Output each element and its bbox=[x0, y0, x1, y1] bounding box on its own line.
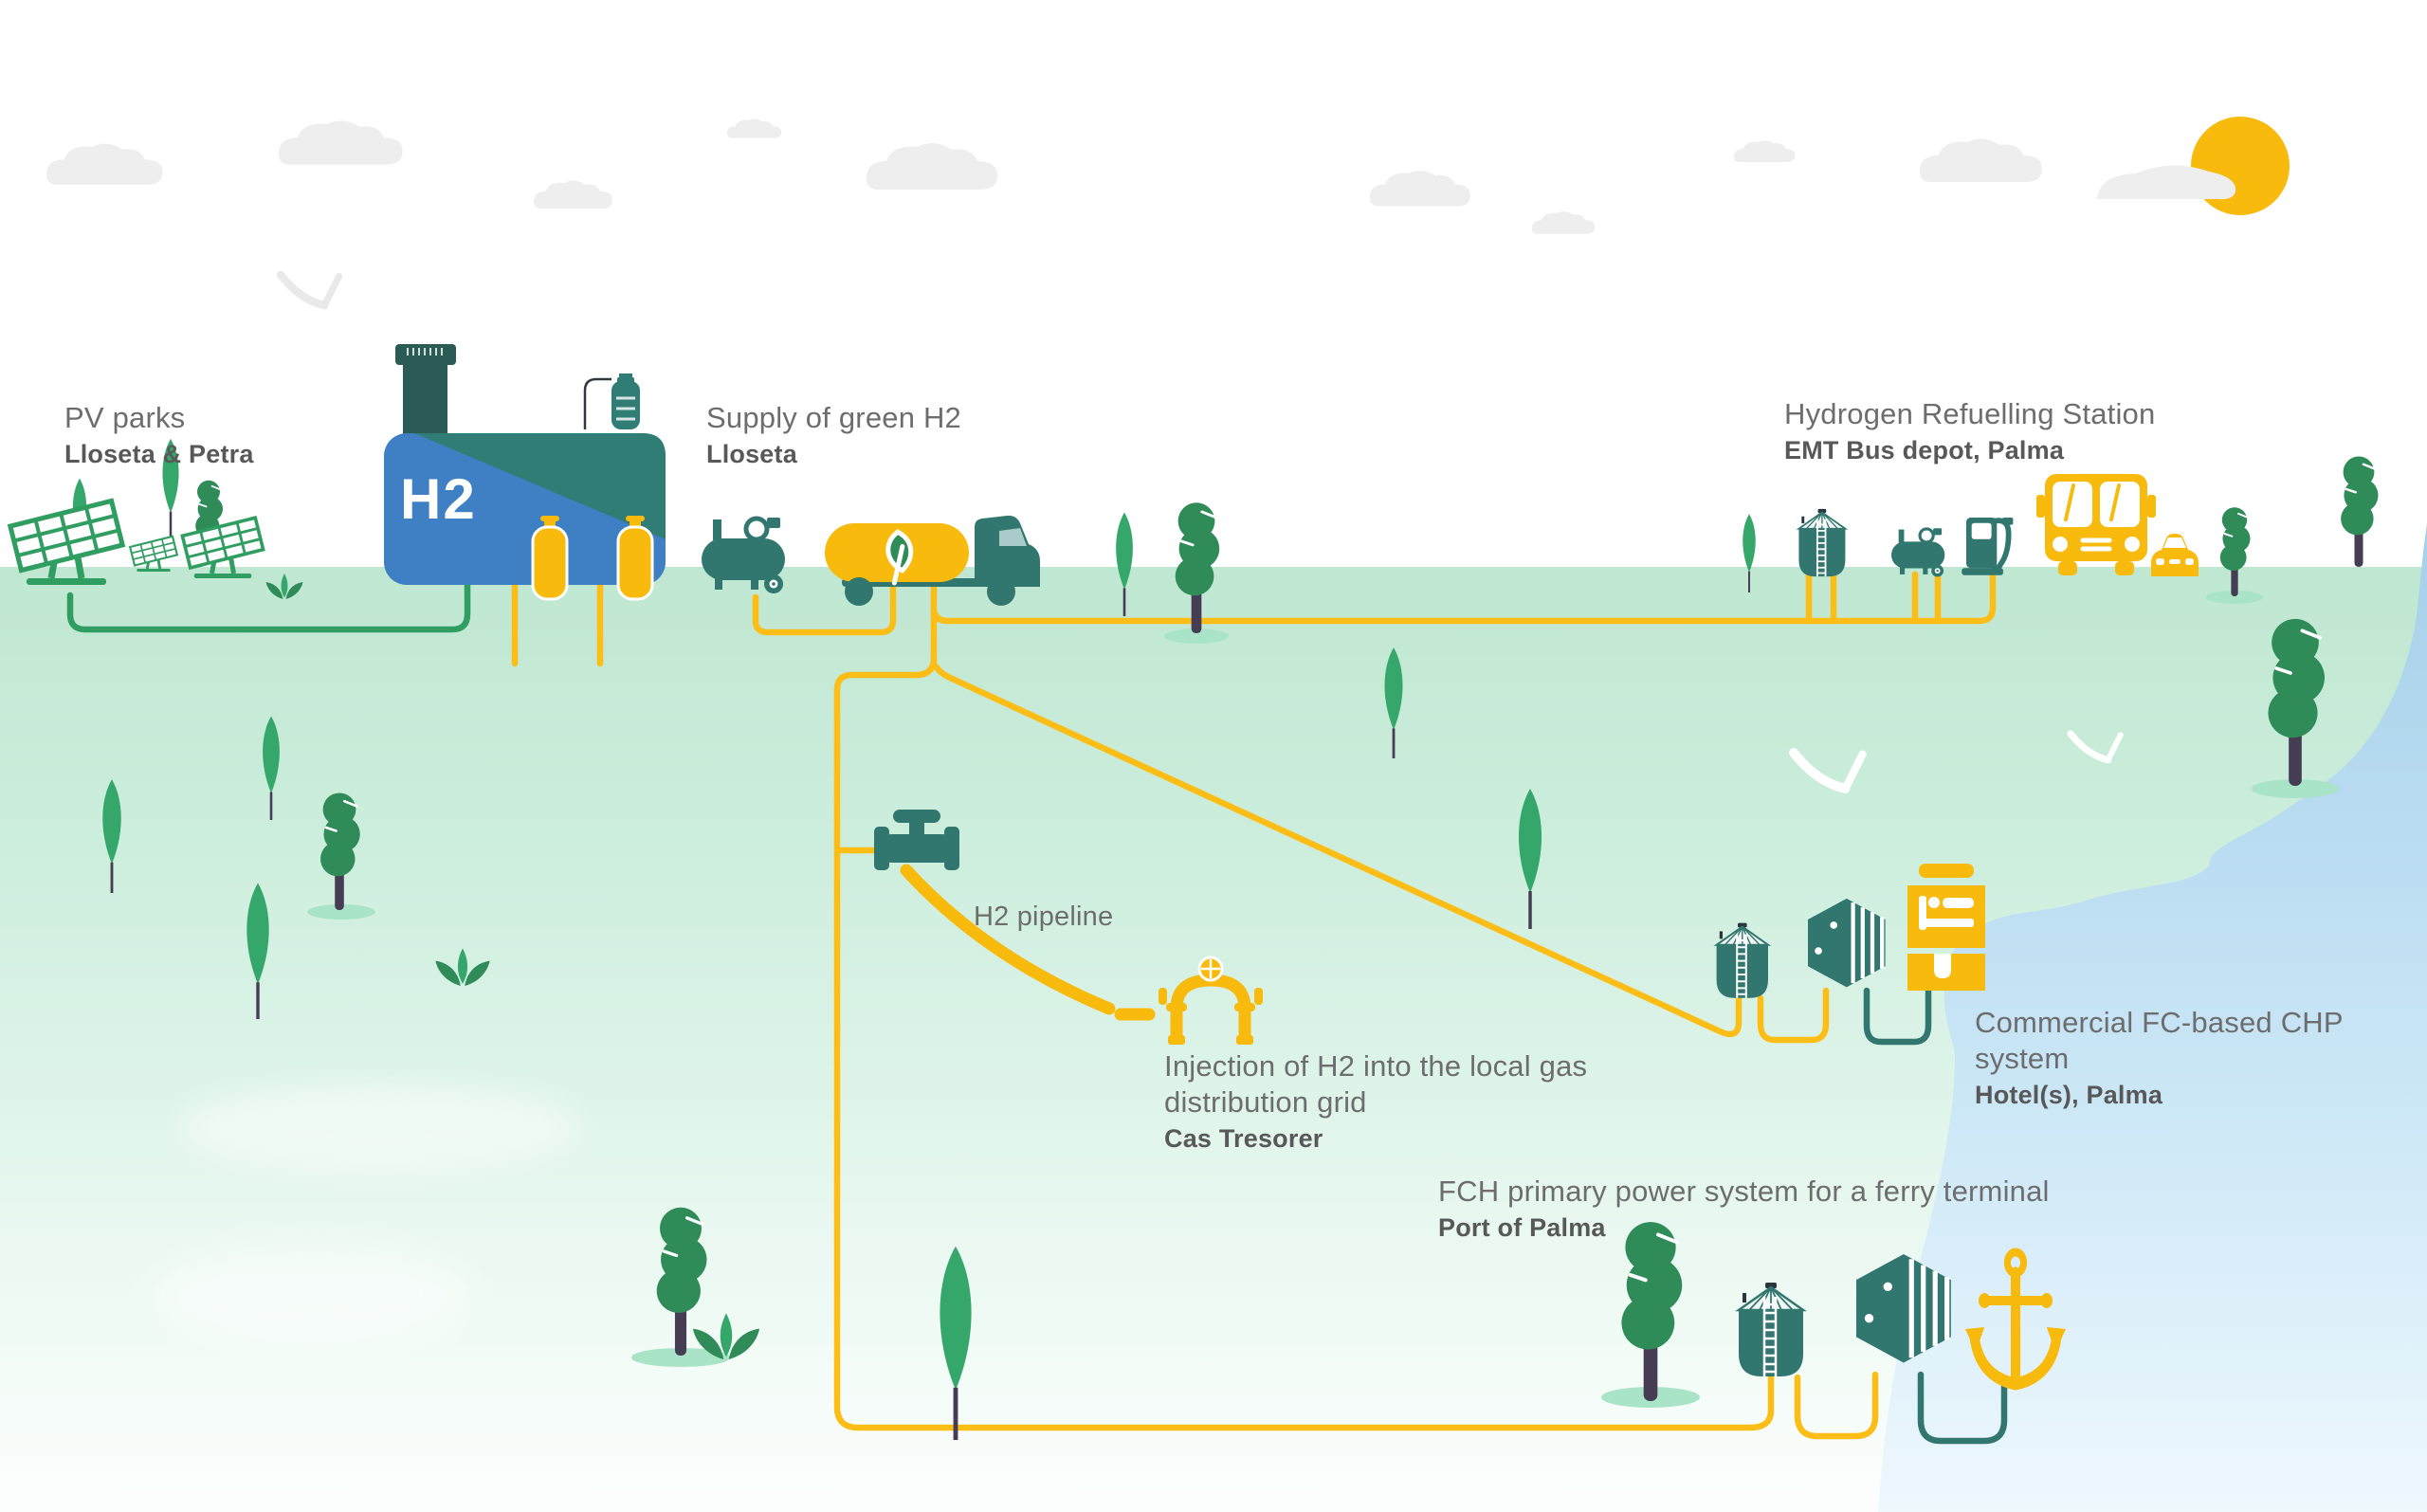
label-subtitle: Lloseta bbox=[706, 440, 797, 468]
cloud-icon bbox=[727, 118, 782, 138]
tree-icon bbox=[100, 777, 123, 895]
tree-icon bbox=[1742, 513, 1757, 593]
pipe-green-electricity bbox=[66, 577, 471, 633]
bird-icon bbox=[281, 275, 339, 305]
tree-icon bbox=[1114, 511, 1135, 618]
tree-icon bbox=[1517, 787, 1543, 931]
label-chp-system: Commercial FC-based CHP system Hotel(s),… bbox=[1975, 1005, 2427, 1111]
cloud-icon bbox=[279, 120, 403, 165]
sun-icon bbox=[2191, 117, 2290, 215]
h2-pipeline-main bbox=[900, 864, 1156, 1021]
cloud-icon bbox=[534, 180, 612, 209]
tree-icon bbox=[245, 881, 271, 1021]
sea bbox=[1878, 523, 2427, 1512]
label-ferry-terminal: FCH primary power system for a ferry ter… bbox=[1438, 1174, 2050, 1244]
compressor-icon bbox=[1889, 526, 1946, 579]
label-title: Hydrogen Refuelling Station bbox=[1784, 397, 2156, 430]
tanker-truck-icon bbox=[825, 515, 1040, 606]
tree-icon bbox=[261, 715, 282, 822]
hydrogen-refuelling-station bbox=[1797, 474, 2199, 579]
bird-icon bbox=[1794, 753, 1863, 789]
tree-shadows bbox=[307, 591, 2339, 1408]
cloud-icon bbox=[1734, 140, 1796, 162]
storage-tank-icon bbox=[1737, 1281, 1805, 1378]
storage-tank-icon bbox=[1715, 921, 1770, 999]
cloud-icon bbox=[2097, 165, 2236, 200]
tree-icon bbox=[940, 1247, 971, 1440]
label-title: H2 pipeline bbox=[974, 902, 1114, 932]
valve-icon bbox=[874, 810, 959, 870]
mist bbox=[180, 1085, 578, 1171]
solar-panel-icon bbox=[128, 535, 179, 574]
h2-plant-label: H2 bbox=[400, 467, 477, 531]
bird-icon bbox=[2071, 734, 2121, 760]
h2-plant-icon bbox=[384, 344, 666, 585]
label-subtitle: Lloseta & Petra bbox=[64, 440, 254, 468]
label-title: Commercial FC-based CHP system bbox=[1975, 1006, 2344, 1075]
chimney-icon bbox=[403, 357, 447, 437]
pv-park bbox=[10, 501, 264, 585]
tree-icon bbox=[1174, 501, 1221, 635]
cloud-icon bbox=[1920, 138, 2042, 182]
label-title: PV parks bbox=[64, 401, 186, 434]
storage-tank-icon bbox=[1797, 507, 1847, 578]
solar-panel-icon bbox=[182, 518, 263, 578]
fuel-cell-icon bbox=[1808, 899, 1886, 988]
pipe-teal-power bbox=[1863, 987, 2008, 1445]
label-injection: Injection of H2 into the local gas distr… bbox=[1164, 1048, 1610, 1155]
mist bbox=[152, 1242, 474, 1346]
label-subtitle: Cas Tresorer bbox=[1164, 1124, 1323, 1153]
label-refuelling-station: Hydrogen Refuelling Station EMT Bus depo… bbox=[1784, 396, 2155, 466]
label-subtitle: EMT Bus depot, Palma bbox=[1784, 436, 2065, 465]
tree-icon bbox=[2266, 617, 2327, 788]
tree-icon bbox=[2339, 455, 2380, 569]
tree-icon bbox=[2218, 506, 2252, 597]
solar-panel-icon bbox=[10, 501, 122, 585]
cloud-icon bbox=[1370, 171, 1470, 207]
car-icon bbox=[2151, 534, 2199, 576]
label-title: FCH primary power system for a ferry ter… bbox=[1438, 1175, 2050, 1208]
label-pv-parks: PV parks Lloseta & Petra bbox=[64, 400, 254, 470]
bush-icon bbox=[265, 574, 303, 599]
hotel-chp-system bbox=[1715, 864, 1985, 999]
tree-icon bbox=[1619, 1220, 1685, 1403]
fuel-dispenser-icon bbox=[1962, 518, 2013, 575]
cloud-icon bbox=[867, 143, 997, 191]
tree-icon bbox=[1383, 646, 1404, 760]
compressor-icon bbox=[702, 518, 785, 593]
label-supply: Supply of green H2 Lloseta bbox=[706, 400, 961, 470]
label-subtitle: Port of Palma bbox=[1438, 1213, 1606, 1242]
hotel-icon bbox=[1907, 864, 1985, 991]
tree-icon bbox=[319, 792, 362, 912]
leaf-icon bbox=[885, 529, 914, 586]
label-title: Supply of green H2 bbox=[706, 401, 961, 434]
bus-icon bbox=[2036, 474, 2156, 575]
cloud-icon bbox=[1532, 211, 1596, 234]
injection-pipe-icon bbox=[1159, 956, 1263, 1045]
cloud-icon bbox=[46, 143, 163, 185]
label-subtitle: Hotel(s), Palma bbox=[1975, 1081, 2163, 1109]
gas-cylinder-icon bbox=[531, 516, 654, 601]
label-h2-pipeline: H2 pipeline bbox=[974, 899, 1113, 935]
gas-tank-icon bbox=[619, 373, 632, 379]
bush-icon bbox=[435, 948, 490, 986]
label-title: Injection of H2 into the local gas distr… bbox=[1164, 1049, 1588, 1119]
